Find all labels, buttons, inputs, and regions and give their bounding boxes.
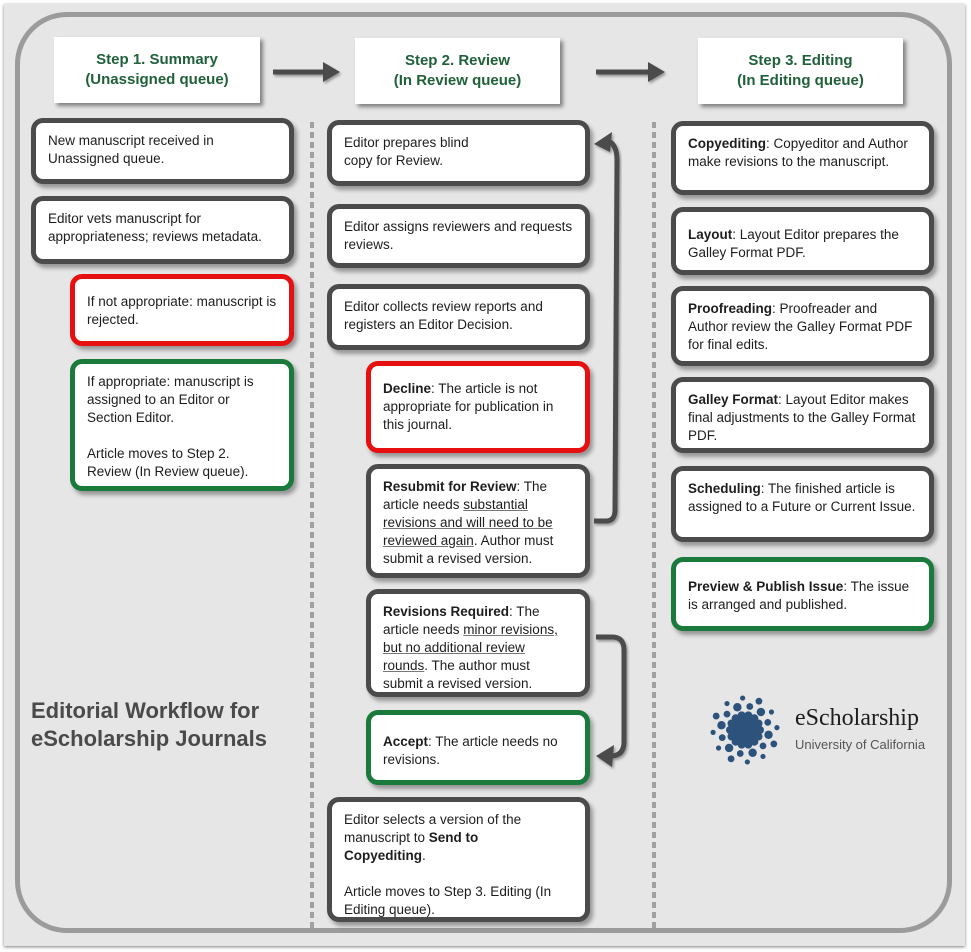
logo-name: eScholarship [795,705,919,731]
scheduling-box: Scheduling: The finished article is assi… [671,466,934,542]
box-text: If not appropriate: manuscript is reject… [87,294,277,327]
box-text: : The finished article is assigned to a … [688,481,916,514]
box-text: Editor assigns reviewers and requests re… [344,219,573,252]
box-text: Editor vets manuscript for appropriatene… [48,211,262,244]
diagram-border [15,12,952,933]
revisions-to-accept-arrow [596,634,627,767]
title-line: eScholarship Journals [31,726,267,751]
step-1-queue: (Unassigned queue) [85,71,229,88]
step-3-title: Step 3. Editing [748,52,853,69]
step-2-title: Step 2. Review [404,52,511,69]
assigned-box: If appropriate: manuscript is assigned t… [70,359,294,491]
logo-subtitle: University of California [795,737,926,752]
box-text: . The author must submit a revised versi… [383,658,533,691]
layout-box: Layout: Layout Editor prepares the Galle… [671,207,934,275]
box-text: : The article needs [383,604,540,637]
galley-format-box: Galley Format: Layout Editor makes final… [671,377,934,453]
title-line: Editorial Workflow for [31,698,260,723]
arrow-step2-to-step3 [596,62,665,82]
send-to-copyediting-box: Editor selects a version of the manuscri… [327,797,590,922]
box-text: : The article needs no revisions. [383,734,558,767]
decision-label: Accept [383,734,429,749]
new-manuscript-box: New manuscript received in Unassigned qu… [31,118,294,184]
box-text: Editor prepares blind copy for Review. [344,135,469,168]
decision-label: Decline [383,381,432,396]
escholarship-logo-icon [710,695,780,765]
resubmit-loop-arrow [594,132,620,524]
assign-reviewers-box: Editor assigns reviewers and requests re… [327,204,590,268]
stage-label: Scheduling [688,481,761,496]
box-text: . Author must submit a revised version. [383,533,554,566]
step-2-queue: (In Review queue) [393,72,522,89]
box-text: Article moves to Step 2. Review (In Revi… [87,446,249,479]
copyediting-box: Copyediting: Copyeditor and Author make … [671,121,934,195]
underlined-text: minor revisions, but no additional revie… [383,622,558,673]
step-1-header: Step 1. Summary (Unassigned queue) [54,37,260,103]
proofreading-box: Proofreading: Proofreader and Author rev… [671,286,934,366]
box-text: New manuscript received in Unassigned qu… [48,133,214,166]
box-text: Article moves to Step 3. Editing (In Edi… [344,884,552,917]
stage-label: Preview & Publish Issue [688,579,844,594]
vet-manuscript-box: Editor vets manuscript for appropriatene… [31,196,294,264]
box-text: Editor collects review reports and regis… [344,299,543,332]
box-text: Editor selects a version of the manuscri… [344,812,522,845]
publish-issue-box: Preview & Publish Issue: The issue is ar… [671,557,934,631]
rejected-box: If not appropriate: manuscript is reject… [70,274,294,346]
box-text: : The article is not appropriate for pub… [383,381,554,432]
step-3-queue: (In Editing queue) [737,72,864,89]
underlined-text: substantial revisions and will need to b… [383,497,553,548]
column-divider [652,122,656,932]
stage-label: Galley Format [688,392,779,407]
revisions-required-box: Revisions Required: The article needs mi… [366,589,590,697]
column-divider [310,122,314,932]
accept-box: Accept: The article needs no revisions. [366,710,590,785]
blind-copy-box: Editor prepares blind copy for Review. [327,120,590,186]
box-text: : Proofreader and Author review the Gall… [688,301,913,352]
step-1-title: Step 1. Summary [96,51,218,68]
stage-label: Proofreading [688,301,773,316]
arrow-step1-to-step2 [273,62,340,82]
decision-label: Resubmit for Review [383,479,517,494]
action-label: Send to Copyediting [344,830,479,863]
stage-label: Layout [688,227,733,242]
box-text: : Layout Editor makes final adjustments … [688,392,916,443]
box-text: : The article needs [383,479,548,512]
stage-label: Copyediting [688,136,766,151]
box-text: If appropriate: manuscript is assigned t… [87,374,254,425]
box-text: : Layout Editor prepares the Galley Form… [688,227,899,260]
box-text: : The issue is arranged and published. [688,579,910,612]
collect-reports-box: Editor collects review reports and regis… [327,284,590,350]
decision-label: Revisions Required [383,604,510,619]
step-2-header: Step 2. Review (In Review queue) [355,38,560,104]
diagram-title: Editorial Workflow for eScholarship Jour… [31,697,267,753]
resubmit-box: Resubmit for Review: The article needs s… [366,464,590,578]
box-text: . [422,848,426,863]
box-text: : Copyeditor and Author make revisions t… [688,136,908,169]
step-3-header: Step 3. Editing (In Editing queue) [698,38,903,104]
decline-box: Decline: The article is not appropriate … [366,361,590,453]
